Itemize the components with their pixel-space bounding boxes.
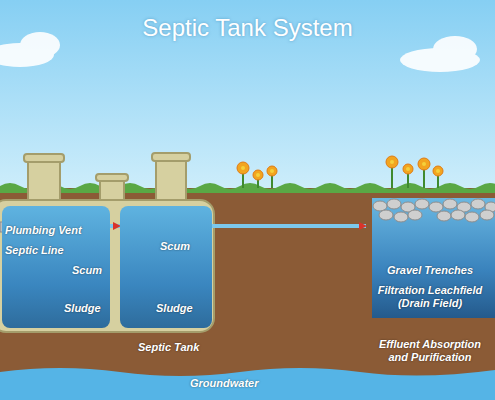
flow-pipe xyxy=(110,224,120,228)
part-label: Sludge xyxy=(156,302,204,315)
part-label: Septic Line xyxy=(5,244,75,257)
part-label: Effluent Absorption and Purification xyxy=(368,338,492,363)
part-label: Gravel Trenches xyxy=(368,264,492,277)
region-label: Groundwater xyxy=(190,377,258,389)
drain-field: Gravel TrenchesFiltration Leachfield (Dr… xyxy=(366,198,495,368)
part-label: Plumbing Vent xyxy=(5,224,105,237)
part-label: Scum xyxy=(160,240,200,253)
part-label: Scum xyxy=(72,264,108,277)
part-label: Sludge xyxy=(64,302,108,315)
septic-tank: Septic TankPlumbing VentSeptic LineScumS… xyxy=(0,155,218,360)
part-label: Filtration Leachfield (Drain Field) xyxy=(368,284,492,309)
flow-pipe xyxy=(212,224,366,228)
part-label: Septic Tank xyxy=(138,341,213,354)
diagram-title: Septic Tank System xyxy=(0,14,495,42)
tank-compartment: ScumSludge xyxy=(120,206,212,328)
tank-compartment: Plumbing VentSeptic LineScumSludge xyxy=(2,206,110,328)
